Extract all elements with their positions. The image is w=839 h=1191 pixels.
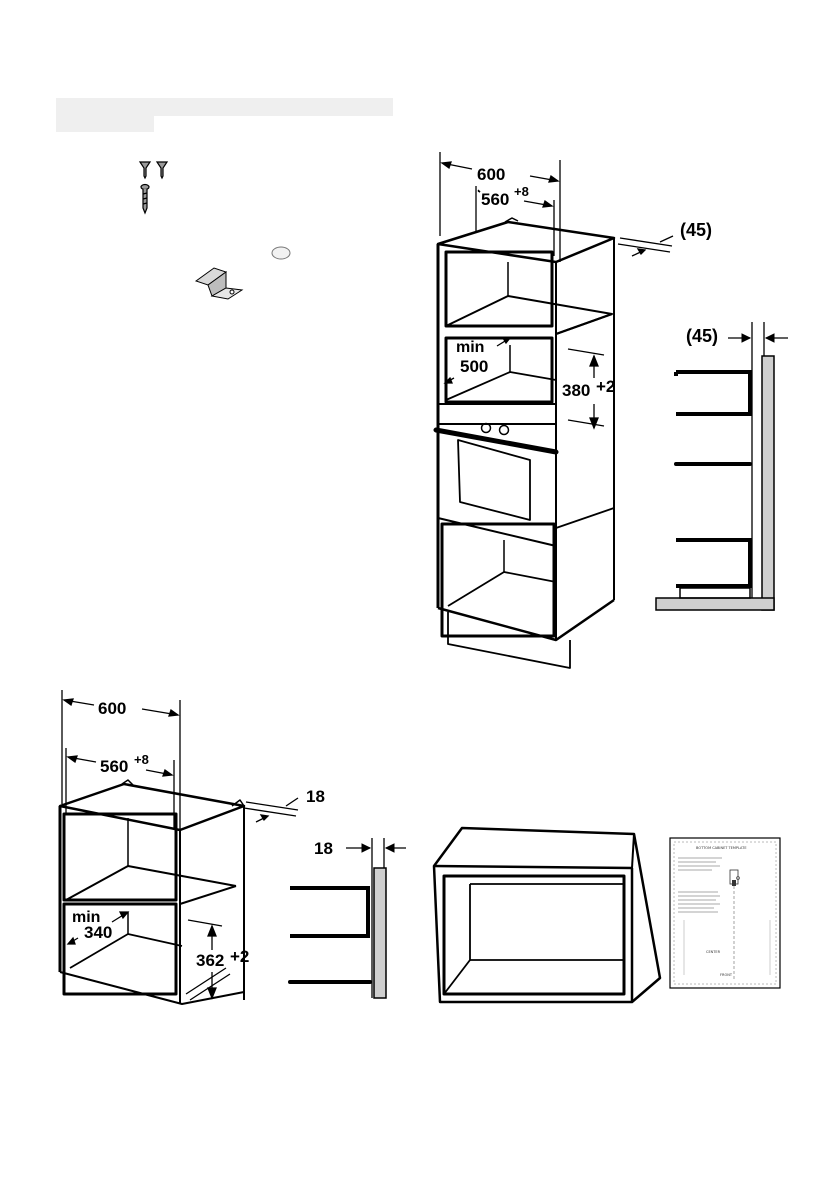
open-cabinet-box: [434, 828, 660, 1002]
round-washer-icon: [272, 247, 290, 259]
wood-screw-icon: [140, 162, 167, 178]
tall-depth-min-label: min: [456, 339, 484, 356]
tall-depth-min-value: 500: [460, 357, 488, 376]
wall-width-outer-label: 600: [98, 699, 126, 718]
cabinet-template-sheet: BOTTOM CABINET TEMPLATE CENTER FRONT: [670, 838, 780, 988]
tall-height-label: 380: [562, 381, 590, 400]
wall-cabinet-labels: 600 560 +8 18 min 340 362 +2: [72, 699, 325, 970]
wall-side-view: [290, 838, 406, 998]
tall-cabinet-labels: 600 560 +8 (45) min 500 380 +2: [456, 165, 712, 400]
wall-height-label: 362: [196, 951, 224, 970]
tall-width-inner-label: 560: [481, 190, 509, 209]
wall-cabinet-drawing: [60, 780, 244, 1004]
mounting-bracket-icon: [196, 268, 242, 299]
tall-side-gap-label: (45): [686, 326, 718, 346]
section-header-bar: [56, 98, 393, 132]
wall-height-tolerance: +2: [230, 947, 249, 966]
tall-gap-top-label: (45): [680, 220, 712, 240]
template-front-label: FRONT: [720, 973, 733, 977]
tall-width-outer-label: 600: [477, 165, 505, 184]
wall-width-inner-tolerance: +8: [134, 752, 149, 767]
tall-side-view: [656, 322, 788, 610]
wall-width-inner-label: 560: [100, 757, 128, 776]
tall-width-inner-tolerance: +8: [514, 184, 529, 199]
long-screw-icon: [141, 185, 149, 214]
template-title: BOTTOM CABINET TEMPLATE: [696, 846, 747, 850]
wall-side-thickness-label: 18: [314, 839, 333, 858]
template-center-label: CENTER: [706, 950, 721, 954]
tall-height-tolerance: +2: [596, 377, 615, 396]
wall-thickness-label: 18: [306, 787, 325, 806]
wall-depth-min-value: 340: [84, 923, 112, 942]
tall-cabinet-drawing: [436, 218, 614, 668]
